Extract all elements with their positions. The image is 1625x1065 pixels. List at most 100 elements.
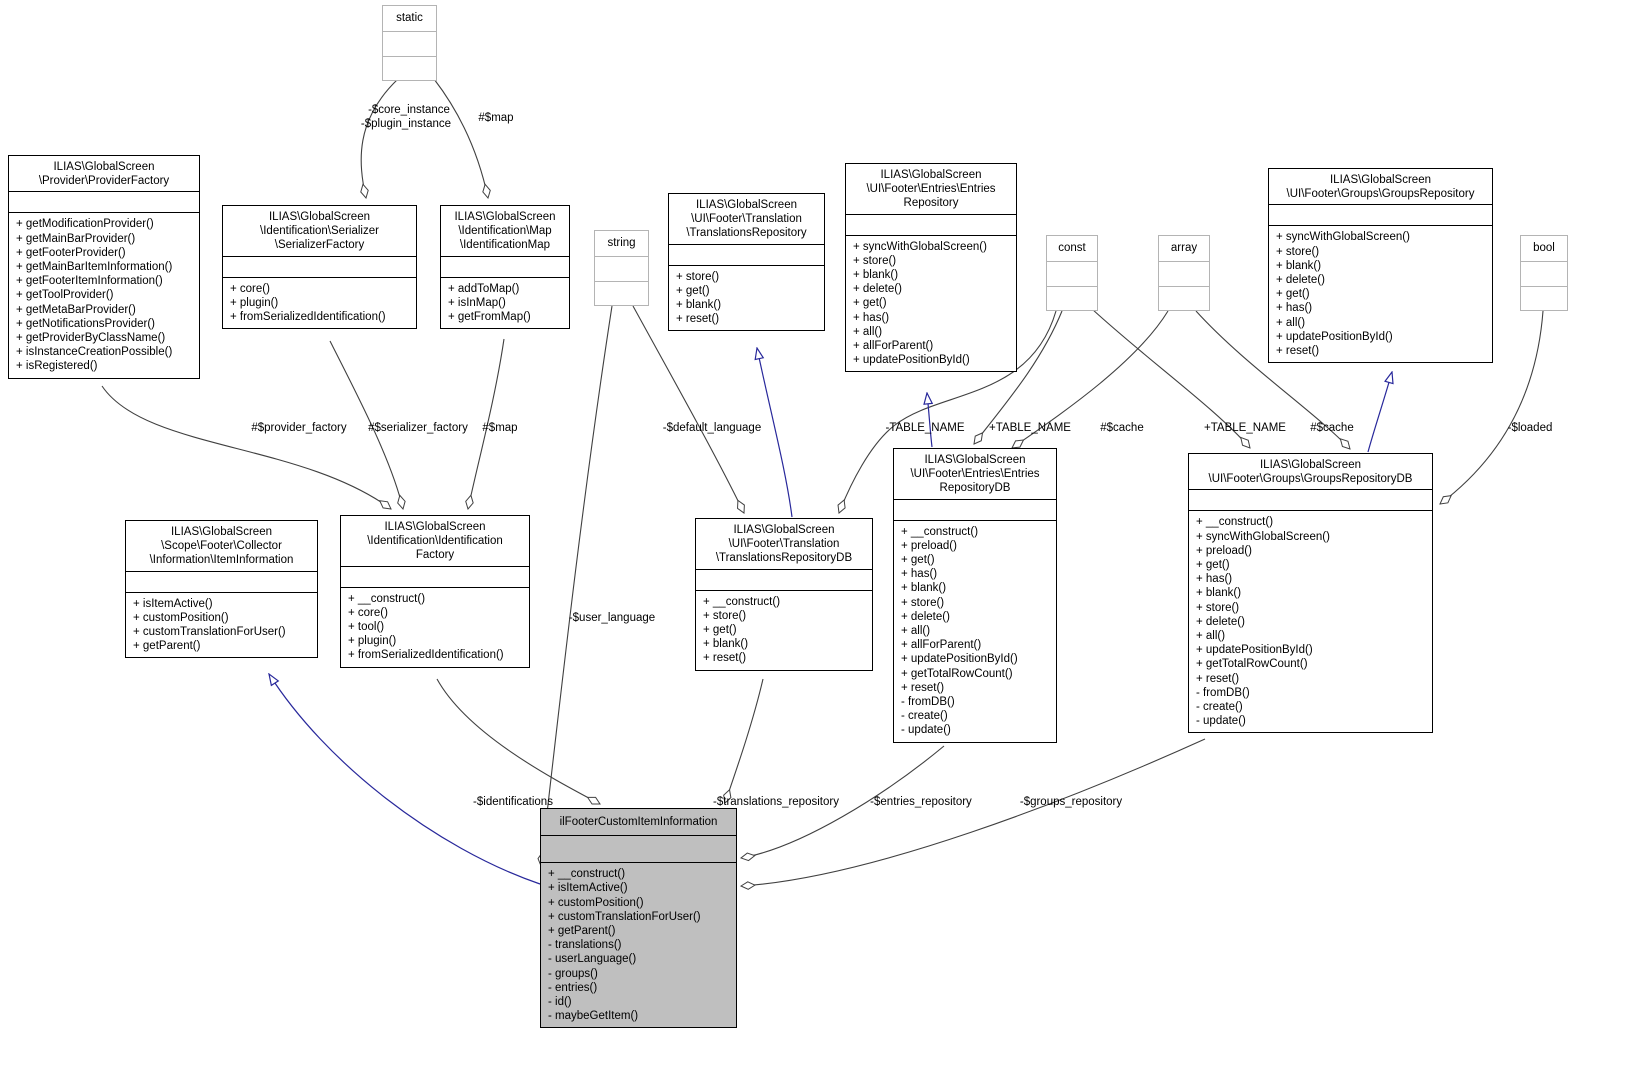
node-array-methods	[1159, 287, 1209, 310]
edge-bool-groups-repository-db	[1440, 310, 1544, 504]
class-translations-repository-methods: + store() + get() + blank() + reset()	[676, 270, 722, 326]
edge-array-groups-repository-db	[1195, 310, 1350, 449]
edge-translations-repository-db-custom-item-information	[725, 678, 764, 803]
class-il-footer-custom-item-information-title: ilFooterCustomItemInformation	[541, 809, 736, 837]
class-translations-repository-db-title: ILIAS\GlobalScreen \UI\Footer\Translatio…	[696, 519, 872, 570]
class-translations-repository[interactable]: ILIAS\GlobalScreen \UI\Footer\Translatio…	[668, 193, 825, 332]
class-translations-repository-db[interactable]: ILIAS\GlobalScreen \UI\Footer\Translatio…	[695, 518, 873, 671]
class-translations-repository-db-methods: + __construct() + store() + get() + blan…	[703, 595, 781, 665]
edge-label-table-name-translations: -TABLE_NAME	[885, 422, 964, 434]
class-item-information-title: ILIAS\GlobalScreen \Scope\Footer\Collect…	[126, 521, 317, 572]
edge-label-identifications: -$identifications	[473, 796, 553, 808]
class-groups-repository-db-title: ILIAS\GlobalScreen \UI\Footer\Groups\Gro…	[1189, 454, 1432, 491]
edge-serializer-factory-identification-factory	[329, 340, 403, 509]
edge-label-entries-repository: -$entries_repository	[870, 796, 972, 808]
edge-label-map-static: #$map	[478, 112, 513, 124]
class-entries-repository-db-methods: + __construct() + preload() + get() + ha…	[901, 525, 1018, 737]
node-array: array	[1158, 235, 1210, 311]
class-groups-repository-title: ILIAS\GlobalScreen \UI\Footer\Groups\Gro…	[1269, 169, 1492, 206]
edge-label-core-instance: -$core_instance	[368, 104, 450, 116]
edge-static-serializer-factory	[361, 78, 399, 198]
class-groups-repository-methods: + syncWithGlobalScreen() + store() + bla…	[1276, 231, 1410, 358]
edge-string-translations-repository-db	[632, 305, 744, 513]
edge-inherit-entries-repository	[927, 393, 932, 448]
edge-label-cache-groups: #$cache	[1310, 422, 1353, 434]
edge-const-groups-repository-db	[1091, 308, 1250, 448]
class-serializer-factory-methods: + core() + plugin() + fromSerializedIden…	[230, 282, 386, 324]
edge-const-entries-repository-db	[974, 310, 1063, 444]
class-serializer-factory-title: ILIAS\GlobalScreen \Identification\Seria…	[223, 206, 416, 257]
edge-entries-repository-db-custom-item-information	[741, 745, 945, 858]
edge-label-table-name-entries: +TABLE_NAME	[989, 422, 1071, 434]
class-entries-repository-methods: + syncWithGlobalScreen() + store() + bla…	[853, 240, 987, 367]
class-entries-repository-attrs	[846, 215, 1016, 236]
class-il-footer-custom-item-information-methods: + __construct() + isItemActive() + custo…	[548, 868, 701, 1023]
class-translations-repository-db-attrs	[696, 570, 872, 591]
edge-static-identification-map	[433, 78, 488, 198]
class-translations-repository-title: ILIAS\GlobalScreen \UI\Footer\Translatio…	[669, 194, 824, 245]
edge-string-custom-item-information	[541, 305, 613, 866]
node-array-attrs	[1159, 262, 1209, 287]
edge-label-translations-repository: -$translations_repository	[713, 796, 839, 808]
class-groups-repository-attrs	[1269, 205, 1492, 227]
class-serializer-factory[interactable]: ILIAS\GlobalScreen \Identification\Seria…	[222, 205, 417, 330]
class-entries-repository-db-title: ILIAS\GlobalScreen \UI\Footer\Entries\En…	[894, 449, 1056, 500]
edge-inherit-item-information	[269, 674, 541, 885]
node-static-attrs	[383, 32, 436, 57]
class-groups-repository-db-methods: + __construct() + syncWithGlobalScreen()…	[1196, 516, 1330, 728]
node-string-methods	[595, 282, 648, 305]
class-identification-factory-methods: + __construct() + core() + tool() + plug…	[348, 592, 504, 662]
class-entries-repository-title: ILIAS\GlobalScreen \UI\Footer\Entries\En…	[846, 164, 1016, 215]
node-bool-label: bool	[1521, 236, 1567, 262]
edge-label-provider-factory: #$provider_factory	[251, 422, 346, 434]
class-serializer-factory-attrs	[223, 257, 416, 278]
class-item-information-methods: + isItemActive() + customPosition() + cu…	[133, 597, 286, 653]
class-identification-map[interactable]: ILIAS\GlobalScreen \Identification\Map \…	[440, 205, 570, 330]
class-identification-factory[interactable]: ILIAS\GlobalScreen \Identification\Ident…	[340, 515, 530, 668]
node-bool: bool	[1520, 235, 1568, 311]
node-static-methods	[383, 57, 436, 80]
class-provider-factory-methods: + getModificationProvider() + getMainBar…	[16, 218, 173, 373]
edge-provider-factory-identification-factory	[101, 385, 391, 509]
edge-inherit-translations-repository	[757, 348, 793, 518]
edge-array-entries-repository-db	[1012, 310, 1169, 448]
node-array-label: array	[1159, 236, 1209, 262]
class-entries-repository-db-attrs	[894, 500, 1056, 521]
edge-identification-factory-custom-item-information	[436, 678, 600, 804]
class-provider-factory[interactable]: ILIAS\GlobalScreen \Provider\ProviderFac…	[8, 155, 200, 379]
node-const-label: const	[1047, 236, 1097, 262]
class-entries-repository[interactable]: ILIAS\GlobalScreen \UI\Footer\Entries\En…	[845, 163, 1017, 373]
edge-label-loaded: -$loaded	[1508, 422, 1553, 434]
node-static-label: static	[383, 6, 436, 32]
class-item-information-attrs	[126, 572, 317, 593]
node-static: static	[382, 5, 437, 81]
node-bool-attrs	[1521, 262, 1567, 287]
class-identification-map-methods: + addToMap() + isInMap() + getFromMap()	[448, 282, 531, 324]
edge-label-map: #$map	[482, 422, 517, 434]
class-il-footer-custom-item-information-attrs	[541, 836, 736, 864]
node-string: string	[594, 230, 649, 306]
node-const: const	[1046, 235, 1098, 311]
class-groups-repository-db-attrs	[1189, 490, 1432, 512]
edge-groups-repository-db-custom-item-information	[741, 738, 1206, 886]
class-translations-repository-attrs	[669, 245, 824, 266]
edge-label-table-name-groups: +TABLE_NAME	[1204, 422, 1286, 434]
class-entries-repository-db[interactable]: ILIAS\GlobalScreen \UI\Footer\Entries\En…	[893, 448, 1057, 743]
edge-label-groups-repository: -$groups_repository	[1020, 796, 1123, 808]
class-identification-factory-attrs	[341, 567, 529, 588]
class-il-footer-custom-item-information[interactable]: ilFooterCustomItemInformation + __constr…	[540, 808, 737, 1029]
node-const-attrs	[1047, 262, 1097, 287]
class-item-information[interactable]: ILIAS\GlobalScreen \Scope\Footer\Collect…	[125, 520, 318, 659]
class-groups-repository-db[interactable]: ILIAS\GlobalScreen \UI\Footer\Groups\Gro…	[1188, 453, 1433, 734]
edge-label-serializer-factory: #$serializer_factory	[368, 422, 468, 434]
node-bool-methods	[1521, 287, 1567, 310]
class-provider-factory-title: ILIAS\GlobalScreen \Provider\ProviderFac…	[9, 156, 199, 193]
class-identification-factory-title: ILIAS\GlobalScreen \Identification\Ident…	[341, 516, 529, 567]
edge-label-plugin-instance: -$plugin_instance	[361, 118, 451, 130]
class-groups-repository[interactable]: ILIAS\GlobalScreen \UI\Footer\Groups\Gro…	[1268, 168, 1493, 364]
node-const-methods	[1047, 287, 1097, 310]
node-string-label: string	[595, 231, 648, 257]
edge-label-cache-entries: #$cache	[1100, 422, 1143, 434]
